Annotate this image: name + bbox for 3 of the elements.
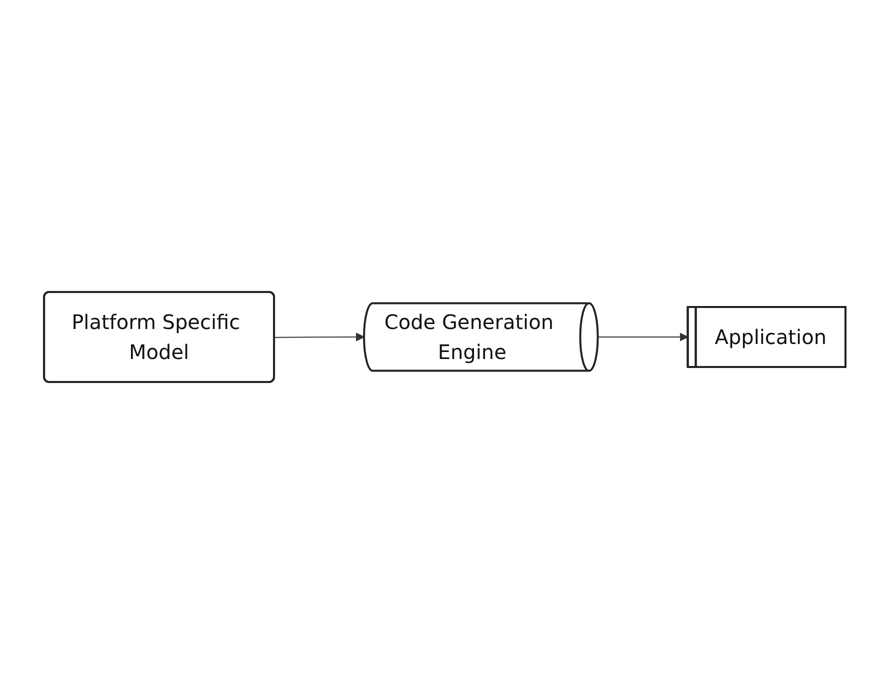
arrow — [598, 332, 688, 342]
arrow — [274, 332, 365, 342]
node-text: Code Generation Engine — [384, 310, 554, 364]
